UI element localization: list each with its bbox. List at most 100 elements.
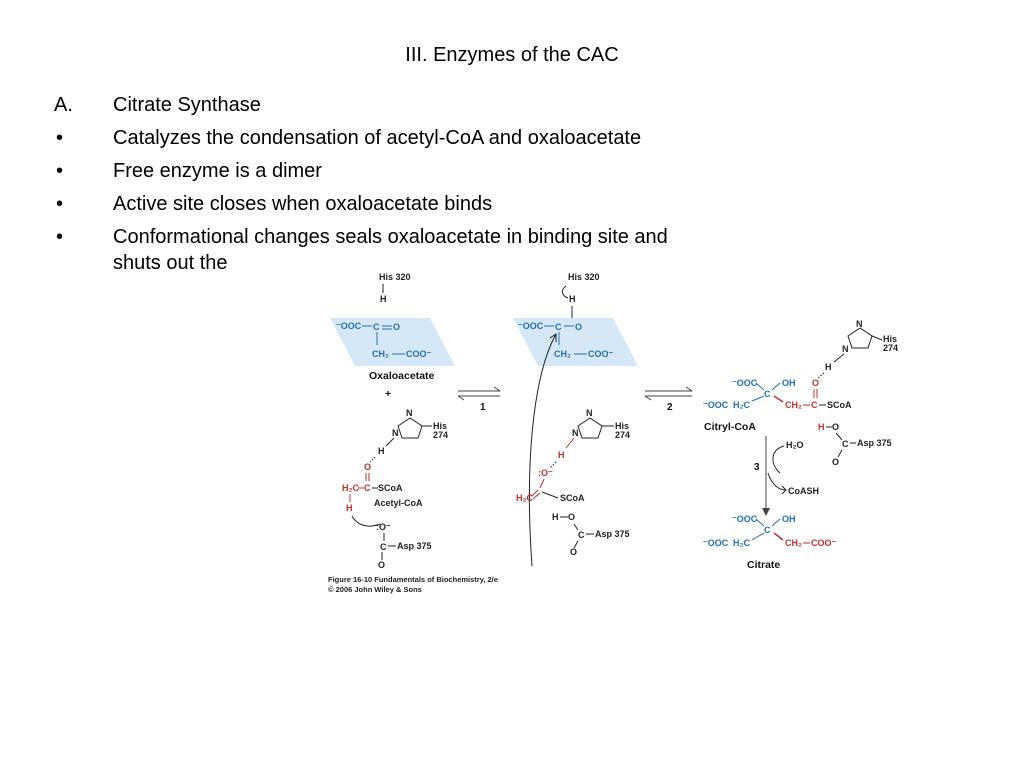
list-item: • Free enzyme is a dimer [54,158,674,184]
carbon-label: C [380,542,387,552]
h-label: H [552,512,559,522]
list-item-text: Free enzyme is a dimer [113,160,322,182]
list-item-text: Conformational changes seals oxaloacetat… [113,226,668,274]
oh-label: OH [782,378,796,388]
oxygen-label: O [393,322,400,332]
arrowhead [644,395,652,401]
slide-title: III. Enzymes of the CAC [405,44,619,66]
bond [755,518,765,527]
list-marker: A. [54,94,73,116]
carbon-label: C [764,389,771,399]
asp375-label: Asp 375 [857,438,892,448]
n-label: N [406,408,413,418]
oxygen-label: O [568,512,575,522]
imidazole-ring [577,417,603,439]
coash-label: CoASH [788,486,819,496]
carbon-label: C [373,322,380,332]
h-label: H [558,450,565,460]
scoa-label: SCoA [560,493,585,503]
curved-arrow [351,515,381,527]
imidazole-ring [847,327,873,349]
carbon-label: C [842,439,849,449]
ch2-label: CH₂ [554,349,571,359]
h2c-label: H₂C [516,493,533,503]
ooc-label: ⁻OOC [732,378,758,388]
bond [837,449,843,458]
oxaloacetate-shade [330,318,455,366]
curved-arrow [561,285,569,299]
n-label: N [586,408,593,418]
scoa-label: SCoA [827,400,852,410]
oxaloacetate-shade [513,318,638,366]
bond [833,353,845,363]
oxygen-label: O [575,322,582,332]
bond [541,491,559,499]
bond [565,437,575,449]
h2c-label: H₂C [733,400,750,410]
imidazole-ring [397,417,423,439]
oxygen-label: O [832,457,839,467]
arrowhead [457,395,465,401]
o-minus-label: :O⁻ [538,468,553,478]
list-item: • Active site closes when oxaloacetate b… [54,191,674,217]
step-2-label: 2 [667,402,673,413]
h-label: H [825,362,832,372]
list-marker: • [56,127,64,149]
ch2-label: CH₂ [372,349,389,359]
coo-label: COO⁻ [588,349,614,359]
list-marker: • [56,193,64,215]
his274-label: His [883,334,897,344]
coo-label: COO⁻ [406,349,432,359]
curved-arrow [767,472,787,491]
carbon-label: C [555,322,562,332]
his274-number: 274 [433,430,448,440]
arrowhead [781,485,787,495]
ooc-label: ⁻OOC [518,321,544,331]
bond [539,478,545,489]
acetyl-coa-label: Acetyl-CoA [374,498,423,508]
arrowhead [762,508,770,516]
ch2-label: CH₂ [785,538,802,548]
arrowhead [493,386,501,392]
citryl-coa-label: Citryl-CoA [704,421,756,433]
bond [835,432,843,441]
oxygen-label: O [832,422,839,432]
h-label: H [378,446,385,456]
ooc-label: ⁻OOC [703,400,729,410]
arrowhead [549,333,557,342]
list-item: • Catalyzes the condensation of acetyl-C… [54,125,674,151]
reaction-mechanism-figure: His 320 H ⁻OOC C O CH₂ COO⁻ Oxaloacetate… [320,268,920,598]
bond [871,335,883,341]
coo-label: COO⁻ [811,538,837,548]
bond [751,532,765,541]
ooc-label: ⁻OOC [336,321,362,331]
bond [771,382,781,391]
step-1-label: 1 [480,402,486,413]
bond [573,523,579,531]
carbon-label: C [764,525,771,535]
his320-label: His 320 [379,272,411,282]
o-minus-label: :O⁻ [376,522,391,532]
oxygen-label: O [378,560,385,570]
h-label: H [346,503,353,513]
oxygen-label: O [364,462,371,472]
asp375-label: Asp 375 [595,529,630,539]
bond [532,492,541,500]
his274-number: 274 [883,343,898,353]
oxygen-label: O [570,547,577,557]
h-bond [817,372,825,379]
bond [773,532,784,541]
list-item-text: Active site closes when oxaloacetate bin… [113,193,493,215]
bond [773,395,784,403]
citrate-label: Citrate [747,559,780,571]
curved-arrow [528,333,557,567]
arrowhead [685,386,693,392]
ooc-label: ⁻OOC [703,538,729,548]
his274-label: His [433,421,447,431]
n-label: N [392,428,399,438]
carbon-label: C [811,400,818,410]
figure-caption: Figure 16-10 Fundamentals of Biochemistr… [328,575,498,584]
h2o-label: H₂O [786,440,804,450]
h-label: H [569,294,576,304]
bond [755,382,765,391]
